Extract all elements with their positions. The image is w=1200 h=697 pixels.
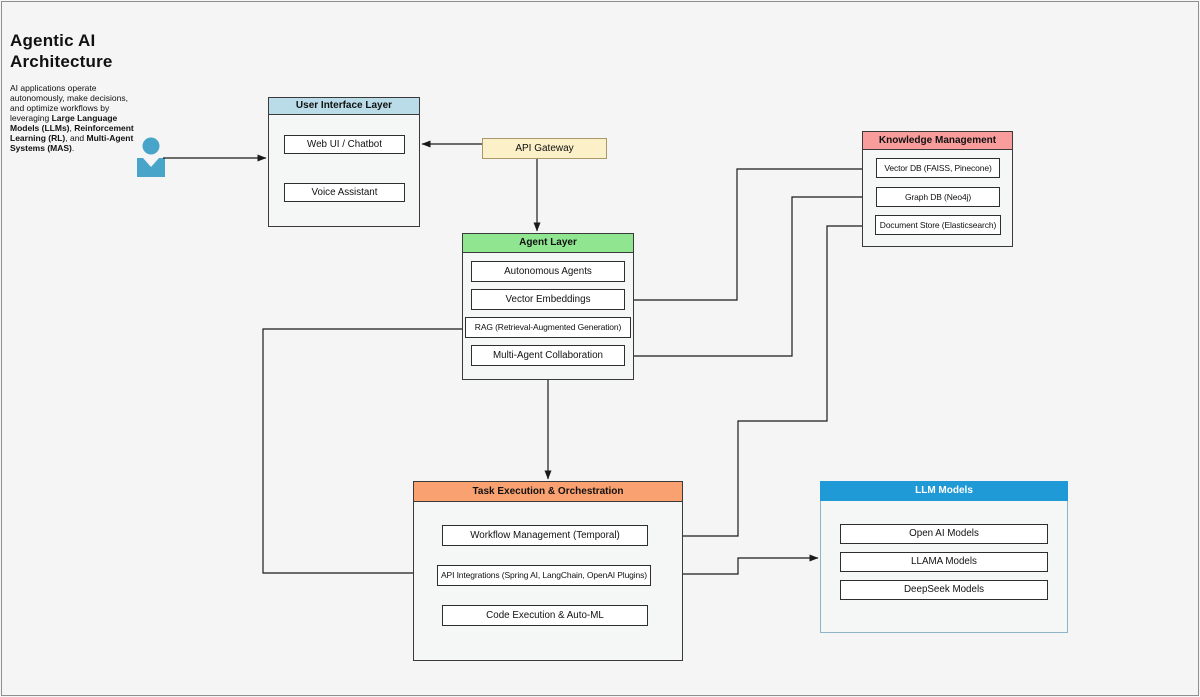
node-workflow-management: Workflow Management (Temporal) xyxy=(442,525,648,546)
diagram-title-line2: Architecture xyxy=(10,52,113,71)
node-deepseek-models: DeepSeek Models xyxy=(840,580,1048,600)
node-multi-agent-collaboration: Multi-Agent Collaboration xyxy=(471,345,625,366)
node-vector-embeddings: Vector Embeddings xyxy=(471,289,625,310)
node-vector-db: Vector DB (FAISS, Pinecone) xyxy=(876,158,1000,178)
diagram-title-block: Agentic AI Architecture AI applications … xyxy=(10,30,160,153)
diagram-title-line1: Agentic AI xyxy=(10,31,96,50)
node-openai-models: Open AI Models xyxy=(840,524,1048,544)
group-agent-layer: Agent Layer Autonomous Agents Vector Emb… xyxy=(462,233,634,380)
group-header-user-interface-layer: User Interface Layer xyxy=(268,97,420,115)
group-task-execution: Task Execution & Orchestration Workflow … xyxy=(413,481,683,661)
group-header-llm-models: LLM Models xyxy=(820,481,1068,501)
group-header-agent-layer: Agent Layer xyxy=(462,233,634,253)
connector-multi-agent-to-graph-db xyxy=(624,193,875,357)
diagram-description: AI applications operate autonomously, ma… xyxy=(10,83,134,153)
node-api-gateway: API Gateway xyxy=(482,138,607,159)
node-llama-models: LLAMA Models xyxy=(840,552,1048,572)
group-llm-models: LLM Models Open AI Models LLAMA Models D… xyxy=(820,481,1068,633)
node-code-execution-automl: Code Execution & Auto-ML xyxy=(442,605,648,626)
group-knowledge-management: Knowledge Management Vector DB (FAISS, P… xyxy=(862,131,1013,247)
node-graph-db: Graph DB (Neo4j) xyxy=(876,187,1000,207)
node-autonomous-agents: Autonomous Agents xyxy=(471,261,625,282)
node-rag: RAG (Retrieval-Augmented Generation) xyxy=(465,317,631,338)
node-web-ui-chatbot: Web UI / Chatbot xyxy=(284,135,405,154)
group-user-interface-layer: User Interface Layer Web UI / Chatbot Vo… xyxy=(268,97,420,227)
node-document-store: Document Store (Elasticsearch) xyxy=(875,215,1001,235)
node-api-integrations: API Integrations (Spring AI, LangChain, … xyxy=(437,565,651,586)
group-header-task-execution: Task Execution & Orchestration xyxy=(413,481,683,502)
node-voice-assistant: Voice Assistant xyxy=(284,183,405,202)
group-header-knowledge-management: Knowledge Management xyxy=(862,131,1013,150)
connector-vector-embeddings-to-vector-db xyxy=(624,165,875,301)
